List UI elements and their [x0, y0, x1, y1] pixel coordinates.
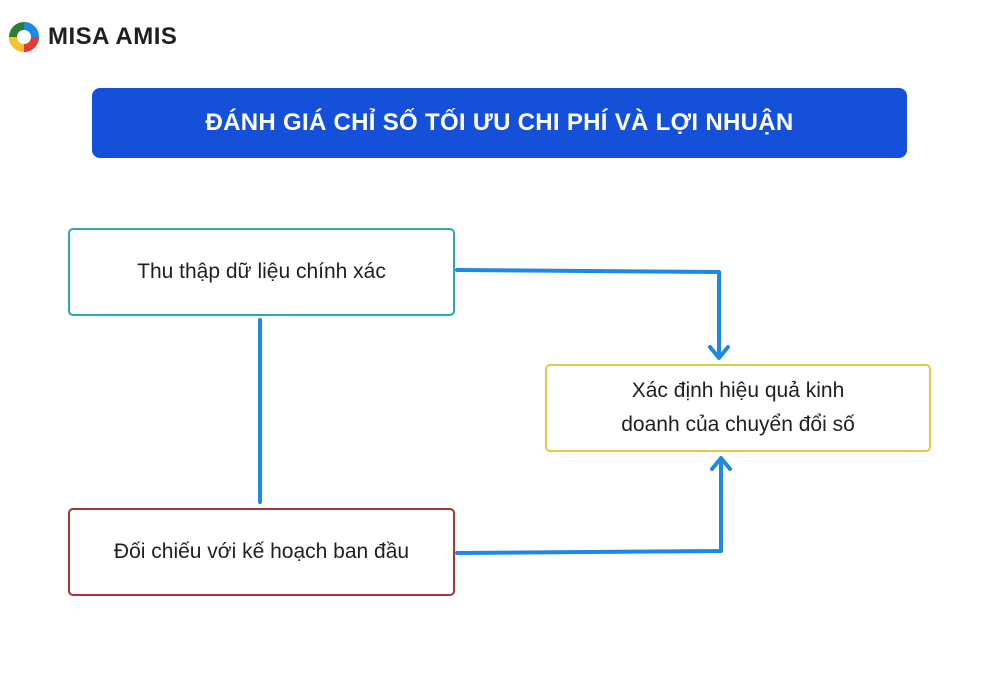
logo: MISA AMIS [8, 20, 177, 54]
node-collect-data: Thu thập dữ liệu chính xác [68, 228, 455, 316]
connector-compare-to-result [455, 458, 723, 555]
node-compare-plan-label: Đối chiếu với kế hoạch ban đầu [113, 540, 410, 564]
logo-text: MISA AMIS [48, 23, 178, 50]
title-banner: ĐÁNH GIÁ CHỈ SỐ TỐI ƯU CHI PHÍ VÀ LỢI NH… [92, 88, 907, 158]
node-business-result-label: Xác định hiệu quả kinh doanh của chuyển … [621, 379, 855, 436]
arrowhead-bottom [710, 456, 732, 471]
arrowhead-top [708, 345, 730, 360]
node-collect-data-label: Thu thập dữ liệu chính xác [137, 260, 386, 284]
misa-logo-icon [9, 22, 39, 52]
node-compare-plan: Đối chiếu với kế hoạch ban đầu [68, 508, 455, 596]
node-business-result: Xác định hiệu quả kinh doanh của chuyển … [545, 364, 931, 452]
connector-collect-to-result [455, 268, 721, 358]
page-title: ĐÁNH GIÁ CHỈ SỐ TỐI ƯU CHI PHÍ VÀ LỢI NH… [205, 109, 794, 136]
